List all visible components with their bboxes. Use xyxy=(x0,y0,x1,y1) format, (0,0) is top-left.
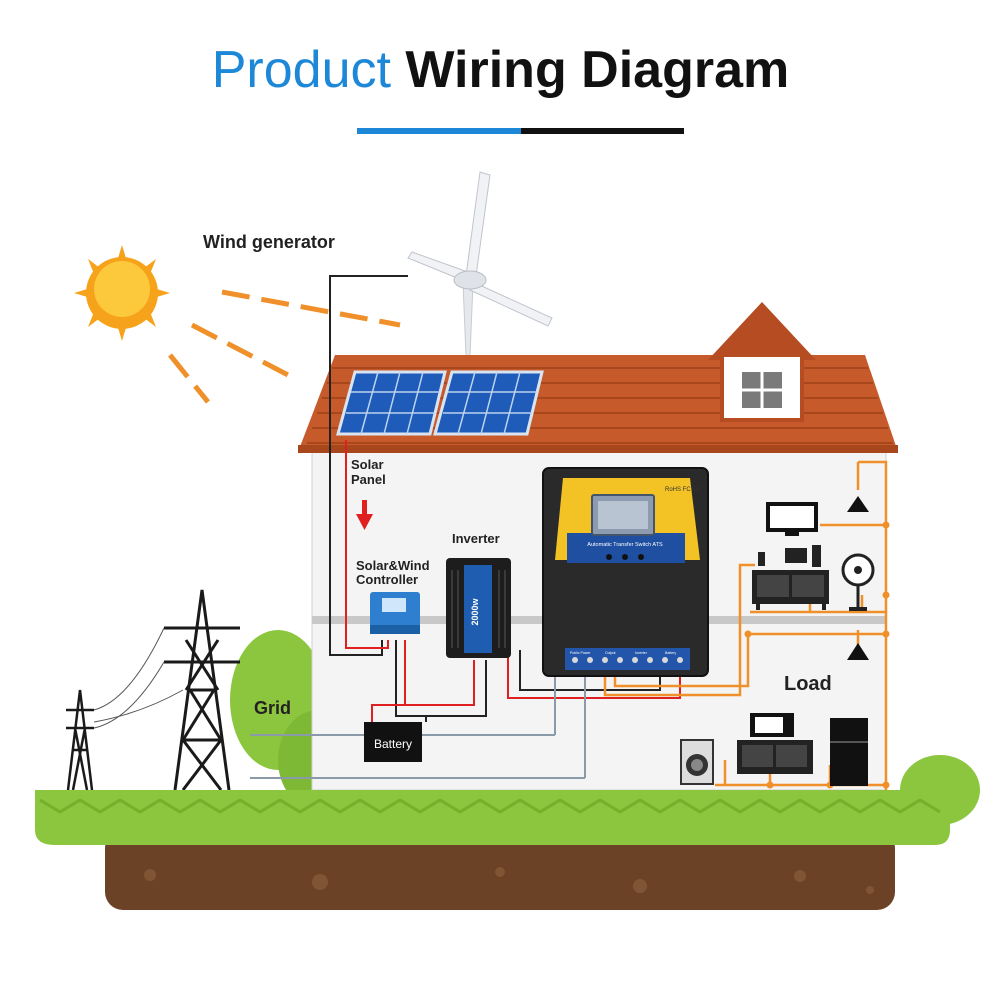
lamp-icon-2 xyxy=(847,643,869,660)
tv-icon xyxy=(766,502,818,536)
battery-icon: Battery xyxy=(364,722,422,762)
title-part-wiring-diagram: Wiring Diagram xyxy=(405,41,790,99)
label-wind-generator: Wind generator xyxy=(203,232,335,252)
wires-red xyxy=(345,440,681,722)
inverter-icon: 2000w xyxy=(446,558,511,658)
title-part-product: Product xyxy=(211,41,391,99)
label-controller-line2: Controller xyxy=(356,572,418,587)
cabinet-icon xyxy=(752,570,829,610)
ground xyxy=(35,790,950,910)
power-lines xyxy=(93,627,184,729)
ats-device: RoHS FC CE Automatic Transfer Switch ATS… xyxy=(542,467,709,677)
microwave-icon xyxy=(750,713,794,737)
lamp-icon xyxy=(847,496,869,512)
ats-terminal-output: Output xyxy=(605,651,616,655)
label-load: Load xyxy=(784,673,832,695)
label-inverter: Inverter xyxy=(452,531,500,546)
wires-black xyxy=(329,275,661,722)
label-controller-line1: Solar&Wind xyxy=(356,558,430,573)
sun-icon xyxy=(74,245,170,341)
power-pylon-icon-small xyxy=(66,689,94,791)
label-battery: Battery xyxy=(374,737,412,751)
title-underline xyxy=(357,128,684,134)
dormer-window xyxy=(708,302,816,422)
controller-icon xyxy=(370,592,420,634)
fan-icon xyxy=(841,553,875,611)
washing-machine-icon xyxy=(680,739,714,785)
page-title: Product Wiring Diagram xyxy=(0,40,1001,100)
sun-rays xyxy=(168,289,401,404)
ats-terminal-battery: Battery xyxy=(665,651,676,655)
computer-icon xyxy=(758,545,821,567)
ats-certifications: RoHS FC CE xyxy=(665,487,701,493)
power-pylon-icon xyxy=(164,589,240,791)
ats-terminal-public-power: Public Power xyxy=(570,651,591,655)
refrigerator-icon xyxy=(830,718,868,786)
cabinet-icon-2 xyxy=(737,740,813,774)
ats-terminal-inverter: Inverter xyxy=(635,651,648,655)
inverter-rating: 2000w xyxy=(470,597,480,625)
label-grid: Grid xyxy=(254,698,291,718)
arrow-down-icon xyxy=(356,500,373,530)
solar-panels xyxy=(336,370,544,436)
wind-turbine-icon xyxy=(407,171,553,357)
ats-name: Automatic Transfer Switch ATS xyxy=(587,542,663,548)
label-solar-panel-line1: Solar xyxy=(351,457,384,472)
label-solar-panel-line2: Panel xyxy=(351,472,386,487)
